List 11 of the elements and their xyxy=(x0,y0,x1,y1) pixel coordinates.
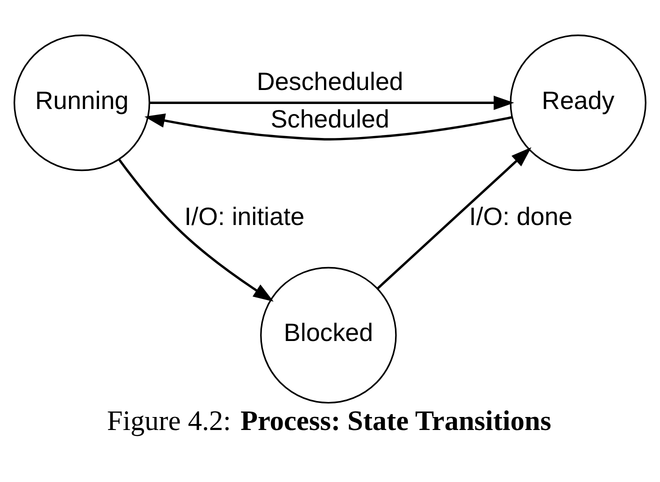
edge-label: I/O: done xyxy=(469,202,572,231)
arrow xyxy=(118,158,274,302)
arrow xyxy=(150,96,514,110)
arrow xyxy=(144,114,512,140)
node-circle: Running xyxy=(14,34,150,172)
arrow xyxy=(376,147,532,290)
edge-label: Descheduled xyxy=(256,68,404,96)
edge-label: I/O: initiate xyxy=(184,202,304,231)
edge-label: Scheduled xyxy=(270,106,390,134)
caption: Figure 4.2: Process: State Transitions xyxy=(107,406,552,438)
node-circle: Blocked xyxy=(260,266,397,404)
